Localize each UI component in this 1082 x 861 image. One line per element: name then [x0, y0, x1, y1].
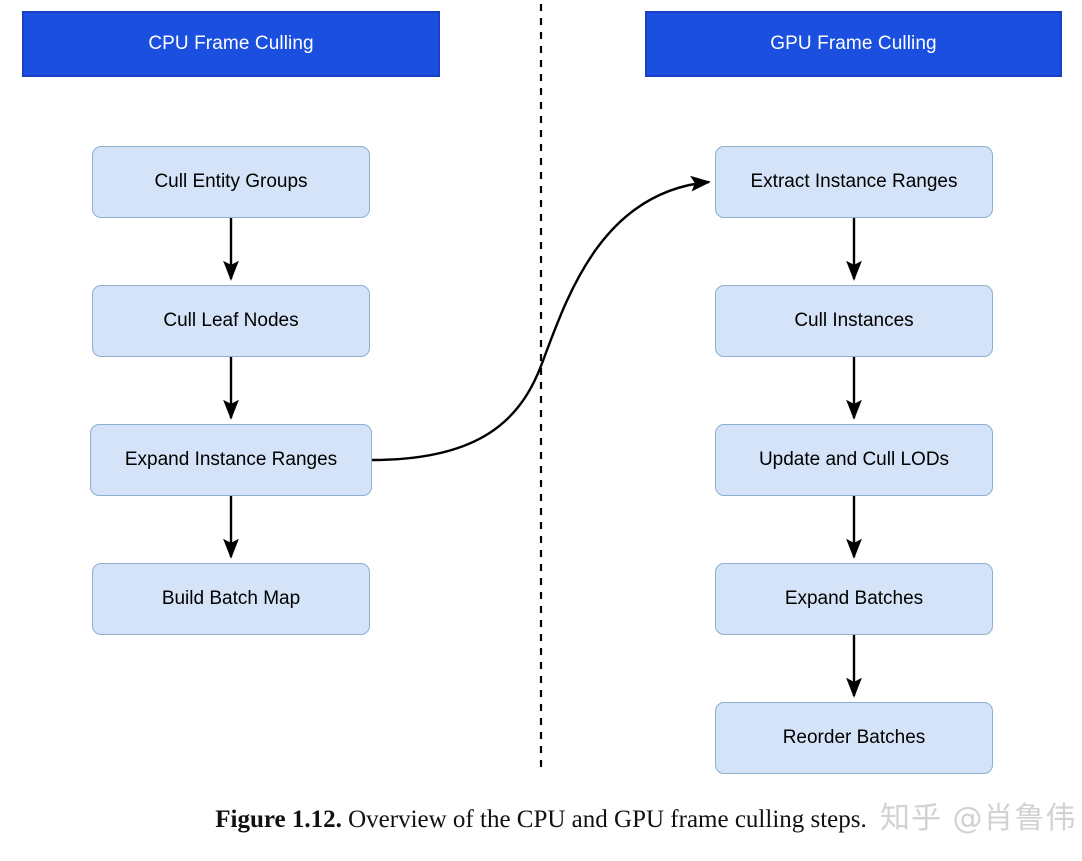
node-label: Extract Instance Ranges [750, 171, 958, 192]
cpu-section-banner: CPU Frame Culling [22, 11, 440, 77]
node-label: Cull Instances [794, 310, 914, 331]
gpu-section-banner-label: GPU Frame Culling [770, 33, 937, 54]
node-reorder-batches[interactable]: Reorder Batches [715, 702, 993, 774]
node-cull-instances[interactable]: Cull Instances [715, 285, 993, 357]
watermark: 知乎 @肖鲁伟 [880, 801, 1077, 836]
node-label: Reorder Batches [782, 727, 926, 748]
figure-caption: Figure 1.12. Overview of the CPU and GPU… [0, 806, 1082, 834]
node-extract-instance-ranges[interactable]: Extract Instance Ranges [715, 146, 993, 218]
cpu-section-banner-label: CPU Frame Culling [148, 33, 314, 54]
figure-caption-label: Figure 1.12. [215, 806, 342, 833]
gpu-section-banner: GPU Frame Culling [645, 11, 1062, 77]
node-label: Expand Instance Ranges [124, 449, 338, 470]
node-label: Expand Batches [784, 588, 924, 609]
node-label: Cull Entity Groups [154, 171, 308, 192]
node-label: Build Batch Map [161, 588, 301, 609]
node-label: Update and Cull LODs [758, 449, 950, 470]
node-update-and-cull-lods[interactable]: Update and Cull LODs [715, 424, 993, 496]
node-cull-leaf-nodes[interactable]: Cull Leaf Nodes [92, 285, 370, 357]
node-expand-instance-ranges[interactable]: Expand Instance Ranges [90, 424, 372, 496]
edge-expand-inst-ranges-to-extract-inst-ranges [371, 175, 711, 462]
node-label: Cull Leaf Nodes [163, 310, 299, 331]
node-build-batch-map[interactable]: Build Batch Map [92, 563, 370, 635]
figure-caption-text: Overview of the CPU and GPU frame cullin… [348, 806, 867, 833]
node-cull-entity-groups[interactable]: Cull Entity Groups [92, 146, 370, 218]
node-expand-batches[interactable]: Expand Batches [715, 563, 993, 635]
